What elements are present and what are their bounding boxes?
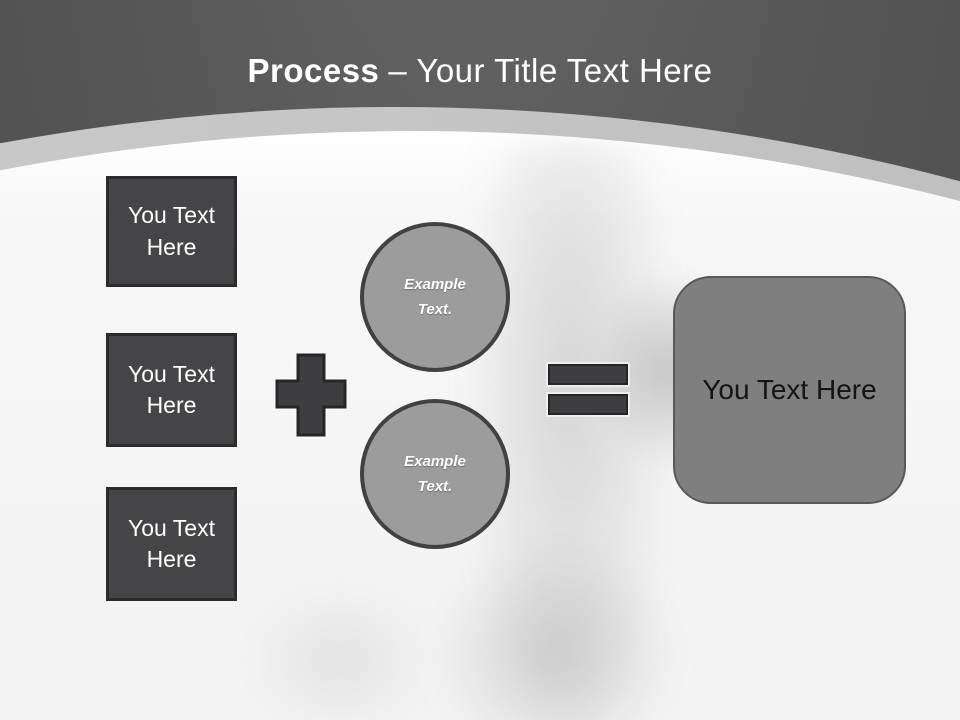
input-box-1: You Text Here <box>106 176 237 287</box>
example-circle-label: Example Text. <box>404 275 466 319</box>
slide-title-subtitle: – Your Title Text Here <box>388 52 713 89</box>
result-box: You Text Here <box>673 276 906 504</box>
slide-title: Process– Your Title Text Here <box>0 52 960 90</box>
input-box-2: You Text Here <box>106 333 237 447</box>
equals-icon <box>548 364 628 385</box>
equals-icon <box>548 394 628 415</box>
input-box-label: You Text Here <box>128 514 215 572</box>
plus-icon <box>274 352 348 438</box>
example-circle-label: Example Text. <box>404 452 466 496</box>
input-box-label: You Text Here <box>128 360 215 418</box>
input-box-label: You Text Here <box>128 202 215 260</box>
example-circle-2: Example Text. <box>360 399 510 549</box>
input-box-3: You Text Here <box>106 487 237 601</box>
result-box-label: You Text Here <box>702 374 877 405</box>
slide-title-keyword: Process <box>247 52 380 89</box>
example-circle-1: Example Text. <box>360 222 510 372</box>
